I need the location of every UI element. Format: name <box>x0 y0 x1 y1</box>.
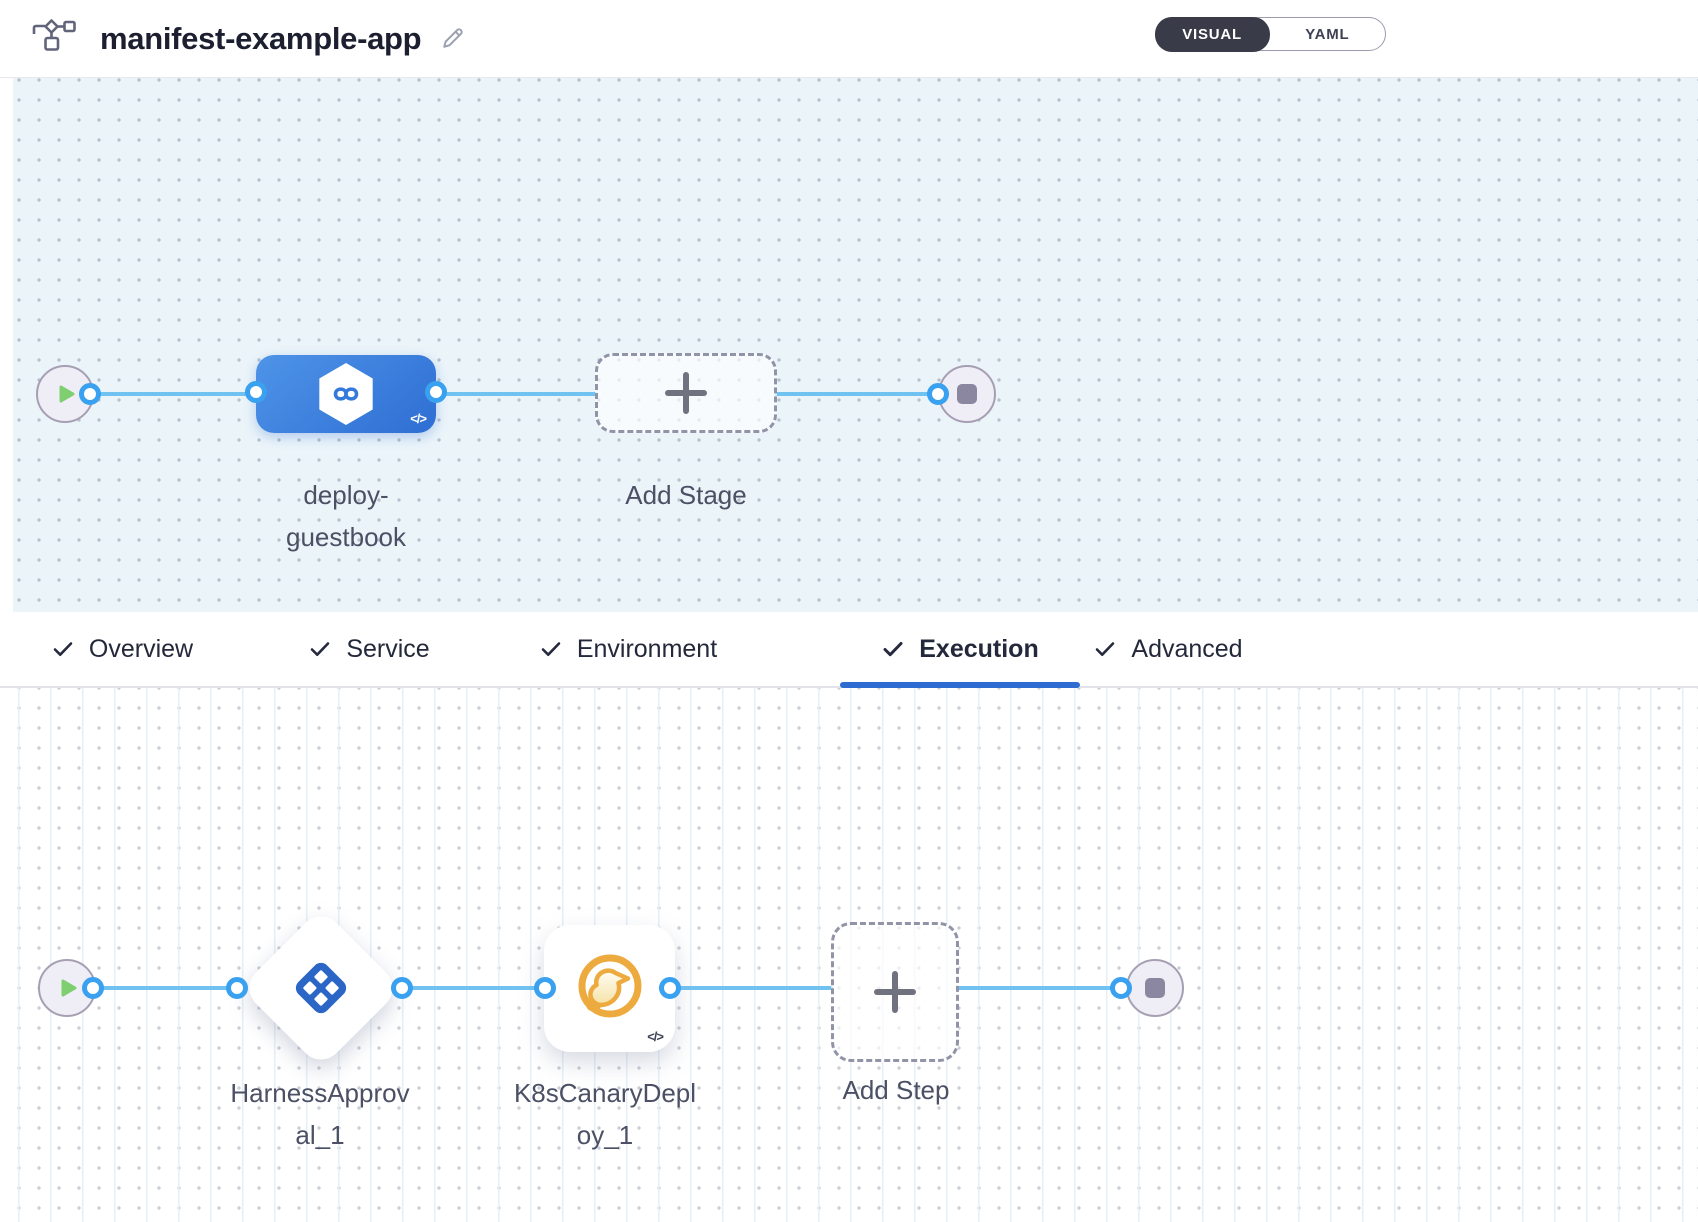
step-label-line: al_1 <box>295 1120 345 1150</box>
step-node-harness-approval[interactable] <box>240 907 402 1069</box>
step-label-line: HarnessApprov <box>230 1078 410 1108</box>
play-icon <box>59 385 75 403</box>
deployment-stage-hexagon-icon <box>319 363 373 425</box>
stage-config-tabbar: Overview Service Environment Execution A… <box>0 612 1698 688</box>
connector-port[interactable] <box>226 977 248 999</box>
connector-line <box>400 986 547 990</box>
canvas-left-gutter <box>0 688 13 1222</box>
check-icon <box>1096 642 1115 656</box>
tab-label: Service <box>346 634 430 663</box>
canvas-left-gutter <box>0 78 13 612</box>
check-icon <box>53 642 73 656</box>
tab-service[interactable]: Service <box>270 612 468 686</box>
connector-line <box>775 392 940 396</box>
edit-pencil-icon[interactable] <box>439 24 467 57</box>
add-stage-label: Add Stage <box>625 480 747 510</box>
stage-graph-canvas: </> deploy- guestbook Add Stage <box>0 78 1698 612</box>
connector-port[interactable] <box>1110 977 1132 999</box>
connector-line <box>668 986 833 990</box>
page-title: manifest-example-app <box>100 20 422 56</box>
play-icon <box>61 979 77 997</box>
tab-overview[interactable]: Overview <box>8 612 236 686</box>
connector-port[interactable] <box>79 383 101 405</box>
connector-line <box>957 986 1123 990</box>
tab-execution[interactable]: Execution <box>840 612 1080 688</box>
connector-line <box>65 392 258 396</box>
tab-label: Execution <box>919 634 1039 663</box>
code-badge[interactable]: </> <box>647 1029 664 1044</box>
harness-approval-icon <box>295 962 347 1014</box>
connector-line <box>434 392 597 396</box>
execution-start-node <box>38 959 96 1017</box>
step-label-line: oy_1 <box>576 1120 634 1150</box>
yaml-toggle-button[interactable]: YAML <box>1305 25 1350 43</box>
connector-port[interactable] <box>425 381 447 403</box>
add-step-button[interactable] <box>831 922 959 1062</box>
plus-icon <box>874 971 916 1013</box>
connector-port[interactable] <box>927 383 949 405</box>
visual-toggle-button[interactable]: VISUAL <box>1154 16 1270 52</box>
tab-label: Overview <box>88 634 194 663</box>
step-label-line: K8sCanaryDepl <box>513 1078 697 1108</box>
stage-node-deploy-guestbook[interactable]: </> <box>245 355 447 433</box>
connector-port[interactable] <box>534 977 556 999</box>
stop-icon <box>1145 978 1165 998</box>
view-mode-toggle: VISUAL YAML <box>1154 16 1386 52</box>
step-label-harness-approval: HarnessApprov al_1 <box>220 1072 420 1156</box>
step-node-k8s-canary-deploy[interactable]: </> <box>534 925 681 1052</box>
tab-advanced[interactable]: Advanced <box>1070 612 1266 686</box>
stage-label-line: deploy- <box>303 480 389 510</box>
canary-deploy-icon <box>578 954 641 1017</box>
stage-label: deploy- guestbook <box>246 474 446 558</box>
execution-graph-canvas: </> HarnessApprov al_1 K8sCanaryDepl oy_… <box>0 688 1698 1222</box>
tab-label: Advanced <box>1131 634 1243 663</box>
add-stage-button[interactable] <box>595 353 777 433</box>
pipeline-icon <box>30 17 78 60</box>
pipeline-header: manifest-example-app VISUAL YAML <box>0 0 1698 78</box>
check-icon <box>311 642 330 656</box>
connector-port[interactable] <box>391 977 413 999</box>
add-step-label: Add Step <box>842 1075 950 1105</box>
infinity-icon <box>333 387 359 401</box>
check-icon <box>883 642 903 657</box>
connector-port[interactable] <box>245 381 267 403</box>
tab-environment[interactable]: Environment <box>500 612 756 686</box>
stop-icon <box>957 384 977 404</box>
pipeline-start-node <box>36 365 94 423</box>
stage-label-line: guestbook <box>286 522 406 552</box>
pipeline-end-node <box>938 365 996 423</box>
plus-icon <box>665 372 707 414</box>
connector-port[interactable] <box>659 977 681 999</box>
tab-label: Environment <box>576 634 718 663</box>
execution-end-node <box>1126 959 1184 1017</box>
step-label-k8s-canary-deploy: K8sCanaryDepl oy_1 <box>505 1072 705 1156</box>
connector-port[interactable] <box>82 977 104 999</box>
check-icon <box>541 642 561 656</box>
connector-line <box>93 986 239 990</box>
code-badge[interactable]: </> <box>410 411 427 426</box>
